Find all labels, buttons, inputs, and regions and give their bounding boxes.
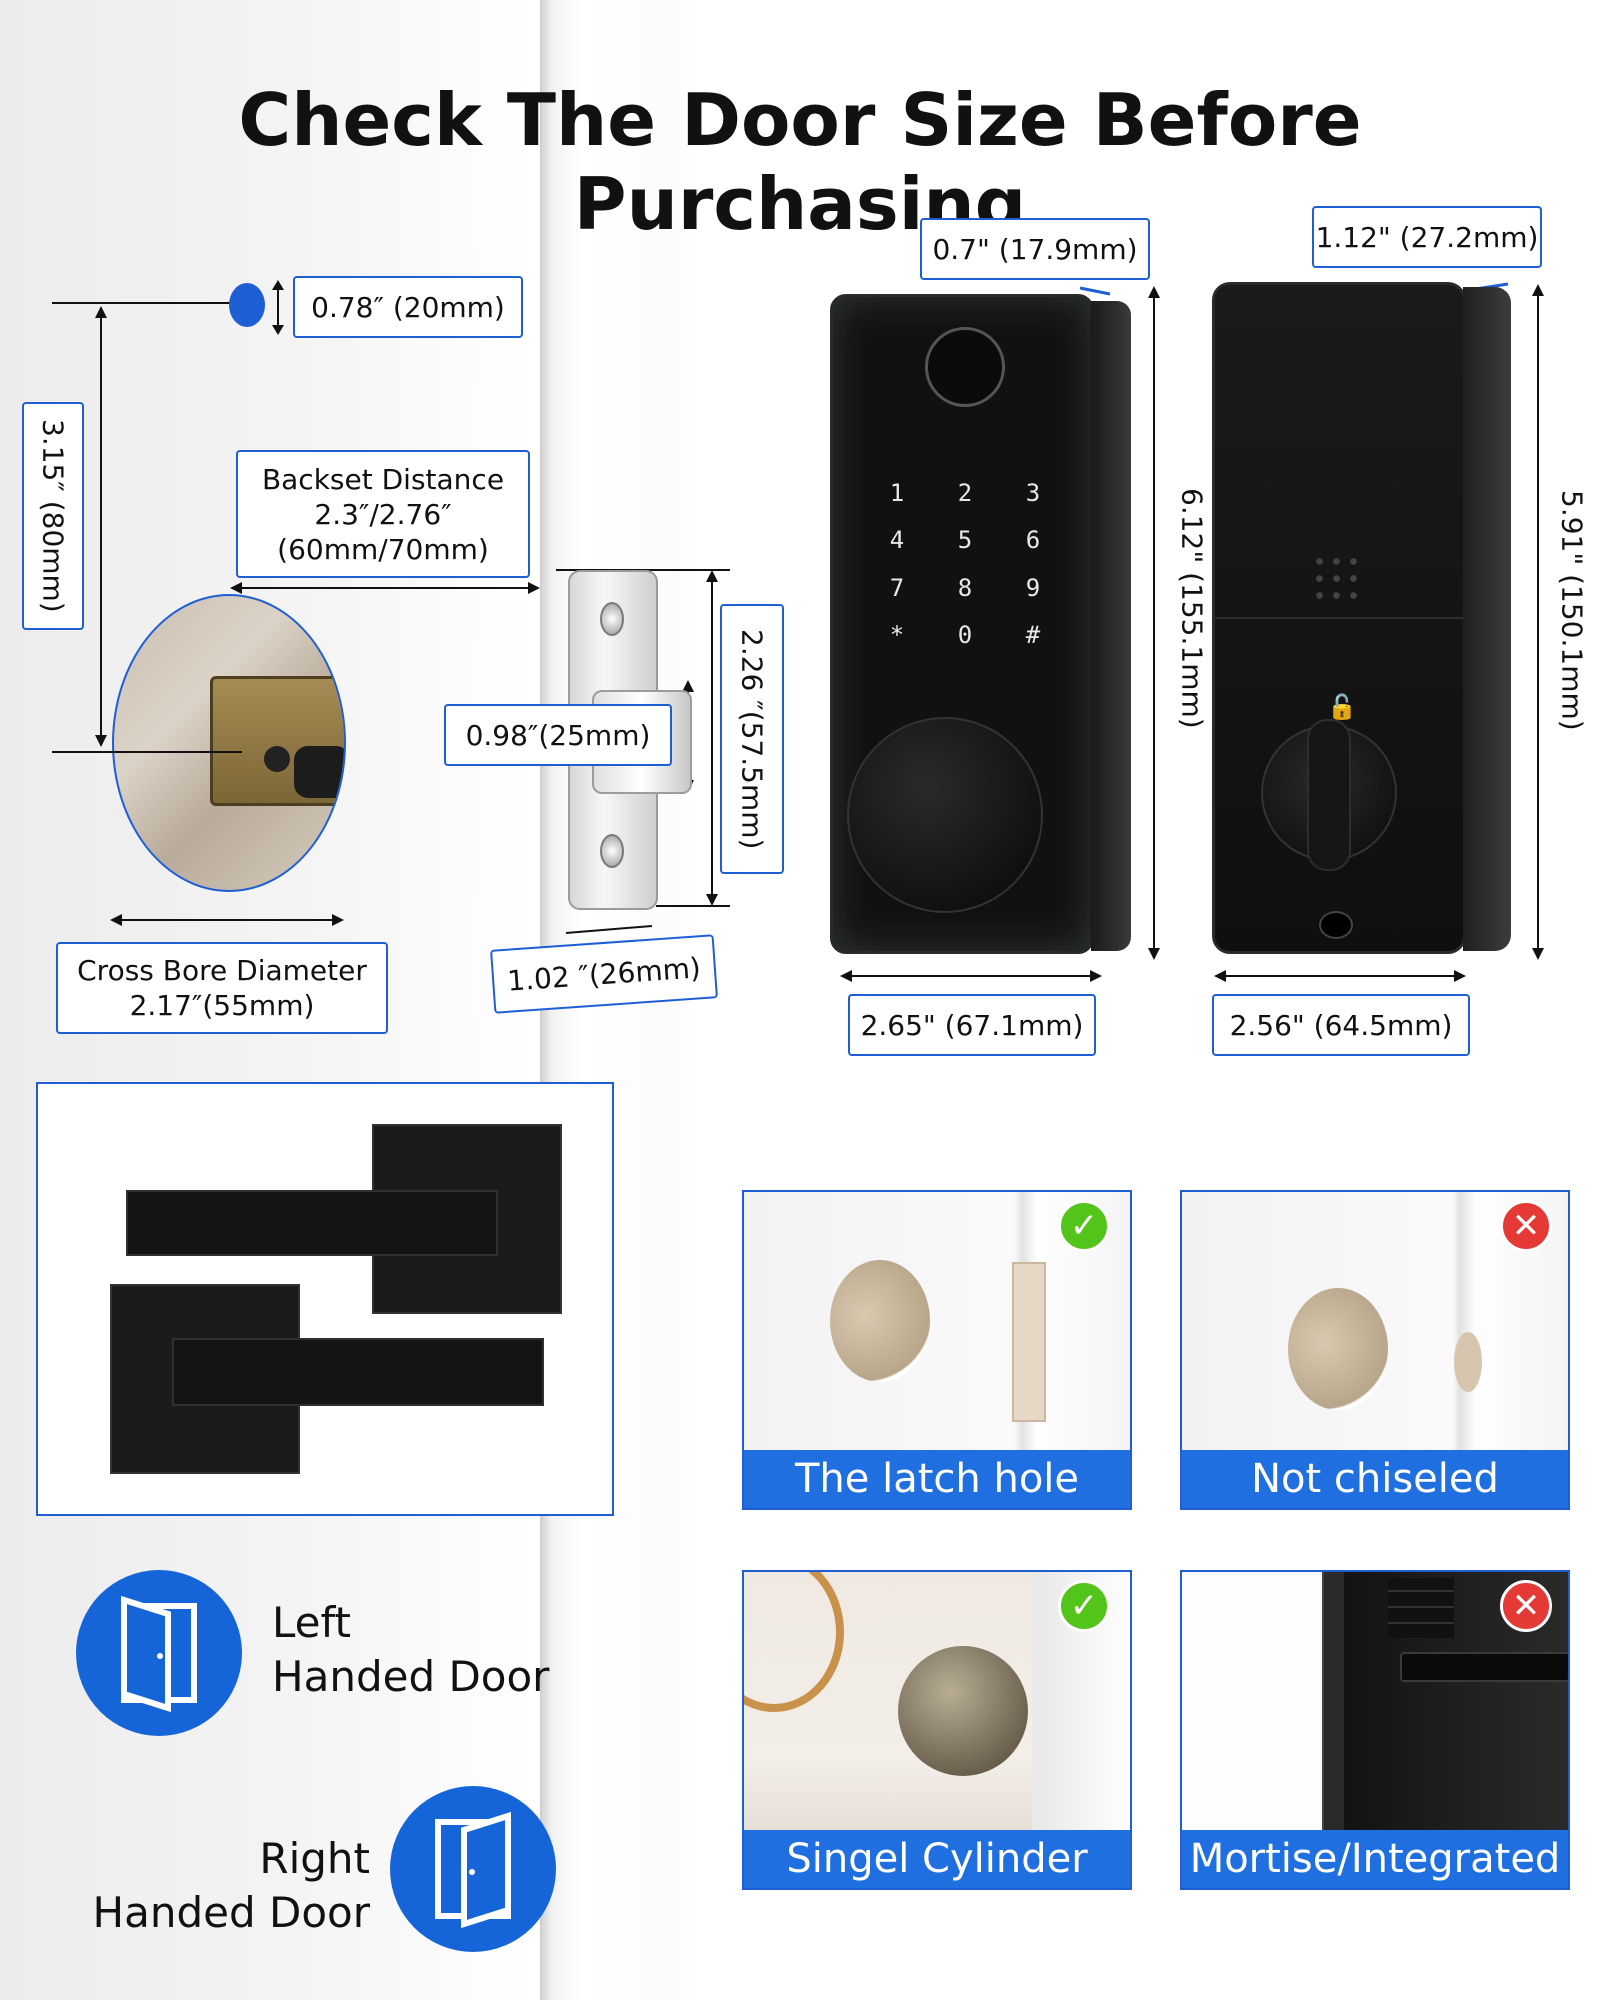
vertical-3-15-label: 3.15″ (80mm) [22,402,84,630]
lever-handle-top [126,1190,498,1256]
keypad-key[interactable]: 0 [957,621,973,650]
right-handed-door-label: Right Handed Door [92,1834,370,1937]
keypad-key[interactable]: 5 [957,526,973,555]
compat-caption: Mortise/Integrated [1182,1830,1568,1888]
battery-cover-seam [1215,617,1463,619]
compat-card-latch-hole: ✓ The latch hole [742,1190,1132,1510]
front-lock-side [1091,301,1131,951]
keypad-key[interactable]: # [1025,621,1041,650]
keypad-key[interactable]: 1 [889,478,905,507]
front-height-label: 6.12" (155.1mm) [1175,487,1209,729]
latch-bolt [294,746,344,798]
faceplate-screw-bottom [600,834,624,868]
mortise-handle [1400,1652,1568,1682]
knob [898,1646,1028,1776]
unchiseled-latch-hole [1454,1332,1482,1392]
keypad-key[interactable]: 4 [889,526,905,555]
bolt-throw-label: 0.78″ (20mm) [293,276,523,338]
keypad-key[interactable]: 8 [957,573,973,602]
backset-label: Backset Distance 2.3″/2.76″ (60mm/70mm) [236,450,530,578]
keyhole [1319,911,1353,939]
left-handed-door-icon [76,1570,242,1736]
keypad-key[interactable]: 3 [1025,478,1041,507]
back-height-label: 5.91" (150.1mm) [1555,489,1589,731]
fingerprint-sensor[interactable] [925,327,1005,407]
check-icon: ✓ [1058,1200,1110,1252]
front-width-label: 2.65" (67.1mm) [848,994,1096,1056]
bore-hole [1288,1288,1388,1410]
lever-panel [36,1082,614,1516]
keypad-key[interactable]: 9 [1025,573,1041,602]
back-width-label: 2.56" (64.5mm) [1212,994,1470,1056]
front-knob[interactable] [847,717,1043,913]
cross-bore-pointer-line [52,751,242,753]
left-handed-door-label: Left Handed Door [272,1598,550,1701]
mirror [744,1572,844,1712]
back-depth-label: 1.12" (27.2mm) [1312,206,1542,268]
cross-bore-photo [112,594,346,892]
mortise-faceplate [1322,1572,1344,1852]
compat-card-mortise: ✕ Mortise/Integrated [1180,1570,1570,1890]
right-handed-door-icon [390,1786,556,1952]
front-depth-label: 0.7" (17.9mm) [920,218,1150,280]
cross-icon: ✕ [1500,1200,1552,1252]
keypad-key[interactable]: 2 [957,478,973,507]
thumb-turn[interactable] [1261,719,1397,871]
cross-bore-label: Cross Bore Diameter 2.17″(55mm) [56,942,388,1034]
back-lock-side [1463,287,1511,951]
check-icon: ✓ [1058,1580,1110,1632]
keypad-key[interactable]: 7 [889,573,905,602]
faceplate-screw-top [600,602,624,636]
compat-card-not-chiseled: ✕ Not chiseled [1180,1190,1570,1510]
lever-handle-bottom [172,1338,544,1406]
back-lock: 🔓 [1212,282,1511,954]
keypad: 1 2 3 4 5 6 7 8 9 * 0 # [863,469,1067,659]
compat-card-single-cylinder: ✓ Singel Cylinder [742,1570,1132,1890]
latch-bolt-label: 0.98″(25mm) [444,704,672,766]
front-lock: 1 2 3 4 5 6 7 8 9 * 0 # [830,294,1131,954]
lock-status-icon: 🔓 [1327,694,1357,721]
keypad-key[interactable]: * [889,621,905,650]
compat-caption: Singel Cylinder [744,1830,1130,1888]
latch-hole [264,746,290,772]
bore-hole [830,1260,930,1382]
cross-icon: ✕ [1500,1580,1552,1632]
thumb-turn-handle [1307,719,1351,871]
speaker-holes [1311,553,1363,599]
chiseled-latch-slot [1012,1262,1046,1422]
mortise-keypad [1388,1578,1454,1638]
page-title: Check The Door Size Before Purchasing [238,78,1362,246]
compat-caption: Not chiseled [1182,1450,1568,1508]
keypad-key[interactable]: 6 [1025,526,1041,555]
latch-height-label: 2.26 ″(57.5mm) [720,604,784,874]
compat-caption: The latch hole [744,1450,1130,1508]
